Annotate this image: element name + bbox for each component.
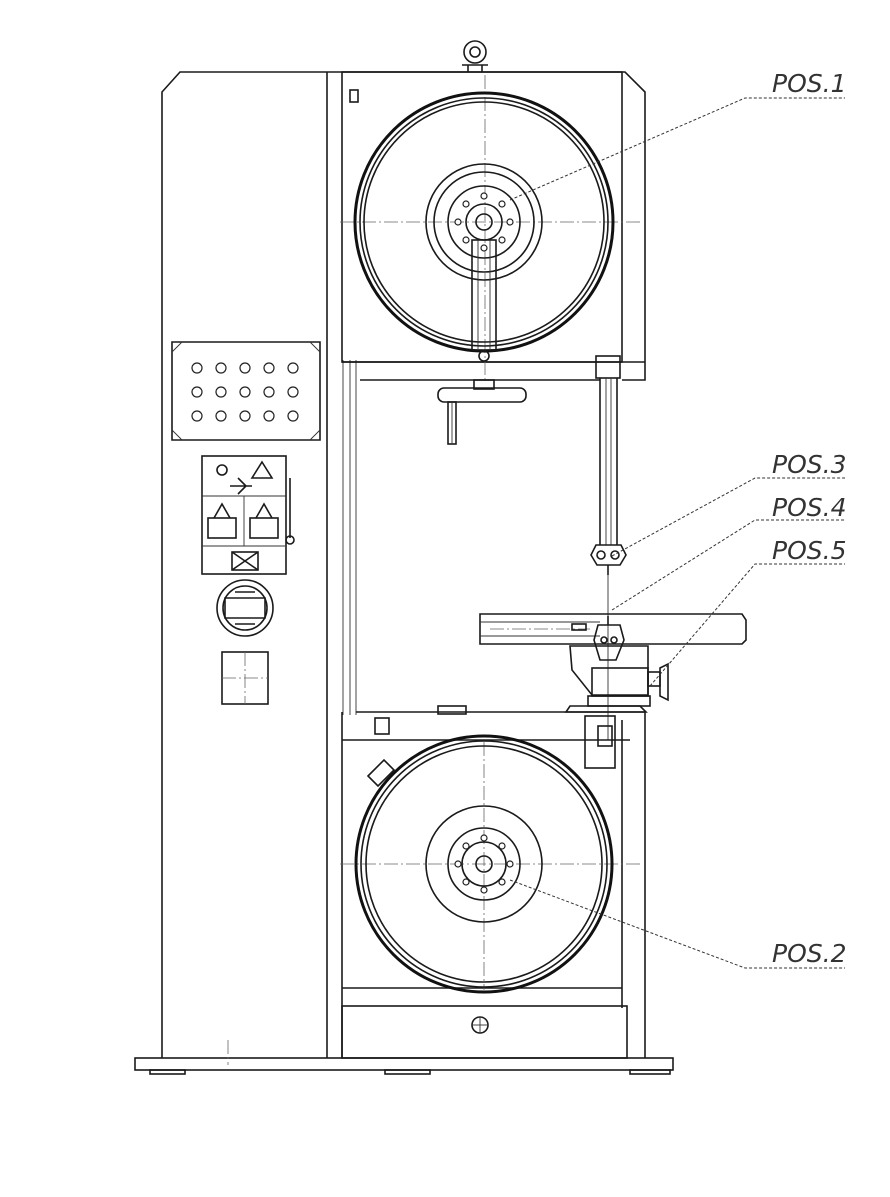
lower-blade-guide	[593, 616, 625, 661]
junction-box	[221, 651, 269, 705]
upper-wheel-housing	[340, 71, 646, 381]
upper-wheel	[353, 91, 615, 362]
switch-panel	[201, 455, 295, 575]
callout-pos2: POS.2	[772, 939, 846, 968]
lifting-eye	[462, 40, 488, 72]
callout-pos4: POS.4	[772, 493, 846, 522]
lower-wheel	[354, 734, 614, 994]
leader-lines	[509, 97, 845, 969]
base-plate	[134, 1057, 674, 1075]
callout-pos3: POS.3	[772, 450, 846, 479]
panel-buttons	[191, 362, 299, 422]
lower-wheel-housing	[340, 705, 646, 1059]
callout-pos1: POS.1	[772, 69, 846, 98]
rotary-switch	[216, 579, 274, 637]
lower-hub-bolts	[454, 834, 514, 894]
control-panel	[171, 341, 321, 441]
table-trunnion	[564, 645, 669, 713]
frame-column	[161, 71, 357, 1065]
work-table	[479, 613, 747, 645]
tension-handle	[437, 379, 527, 445]
blade-guide-post	[595, 355, 621, 545]
upper-blade-guide	[590, 544, 627, 575]
callout-pos5: POS.5	[772, 536, 846, 565]
upper-hub-bolts	[454, 192, 514, 252]
